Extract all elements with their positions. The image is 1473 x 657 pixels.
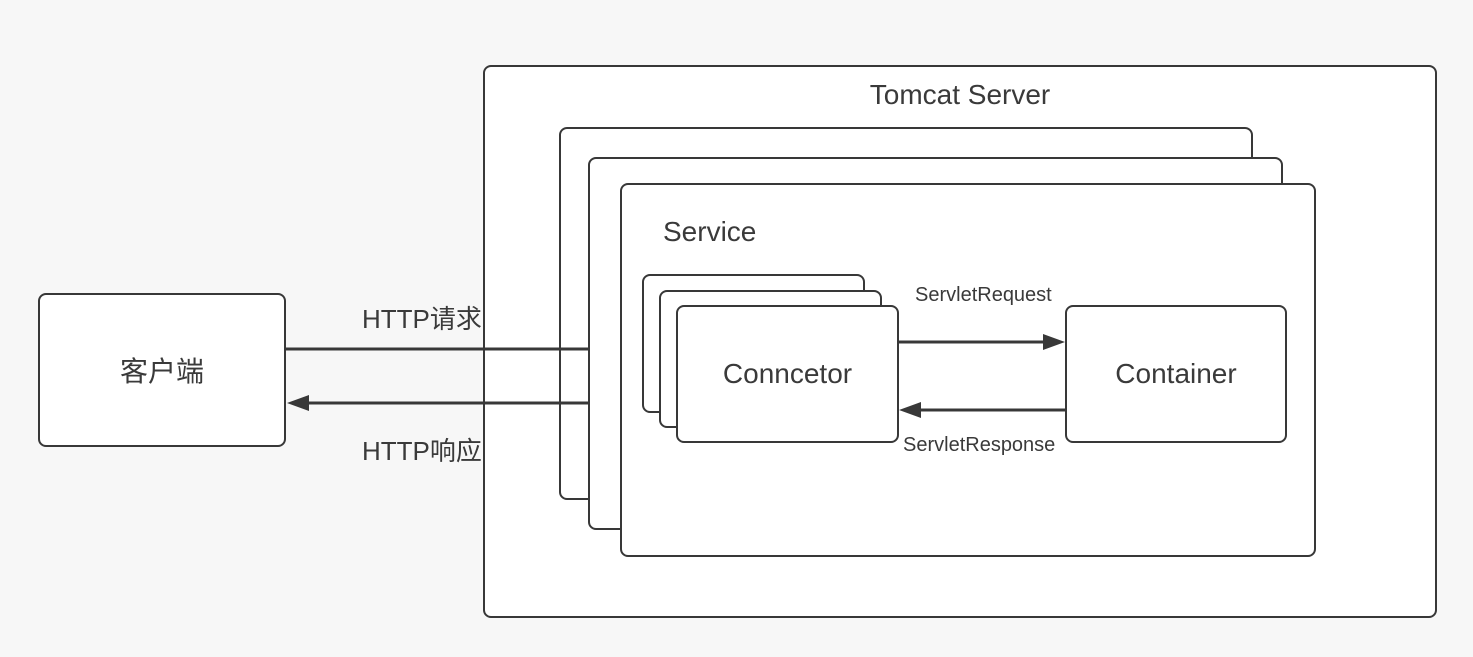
container-label: Container [1115,358,1237,389]
service-label: Service [663,216,757,247]
http-request-label: HTTP请求 [362,304,482,334]
container-box: Container [1065,305,1287,443]
tomcat-server-title: Tomcat Server [869,79,1051,110]
http-response-label: HTTP响应 [362,436,482,466]
servlet-response-label: ServletResponse [903,434,1056,456]
connector-label: Conncetor [722,358,853,389]
client-label: 客户端 [119,356,204,387]
servlet-request-label: ServletRequest [915,284,1052,306]
connector-box: Conncetor [676,305,899,443]
http-response-arrowhead [287,395,309,411]
client-box: 客户端 [38,293,286,447]
